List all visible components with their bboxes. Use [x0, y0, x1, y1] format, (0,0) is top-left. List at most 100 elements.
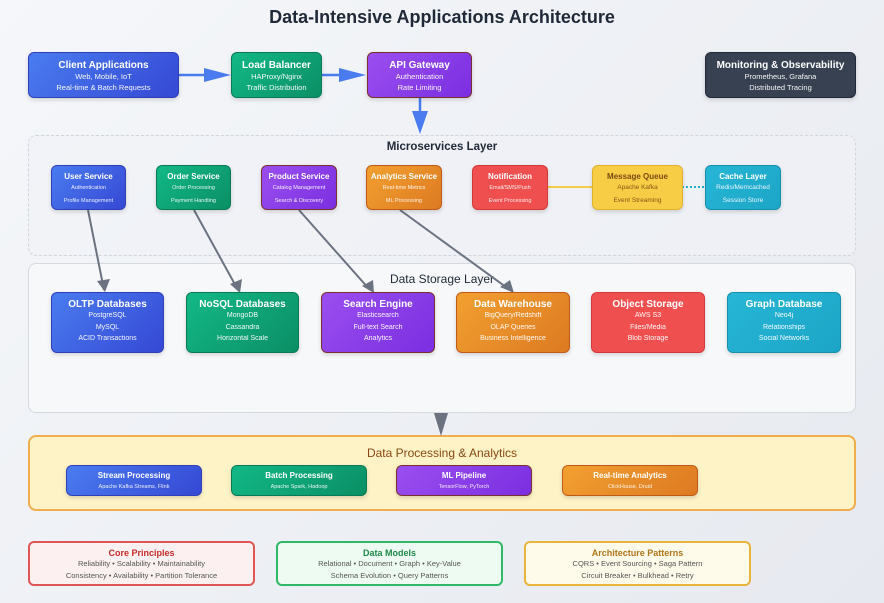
search-engine-line: Elasticsearch	[357, 312, 399, 319]
monitoring-node[interactable]: Monitoring & Observability Prometheus, G…	[705, 52, 856, 98]
data-warehouse-line: OLAP Queries	[490, 323, 536, 331]
product-service-line: Catalog Management	[272, 185, 326, 191]
graph-database-line: Neo4j	[774, 312, 794, 319]
order-service-line: Order Processing	[172, 185, 215, 191]
oltp-databases-line: MySQL	[95, 323, 120, 331]
notification-title: Notification	[488, 172, 532, 181]
analytics-service-line: Real-time Metrics	[382, 185, 426, 191]
load-balancer-line: HAProxy/Nginx	[251, 72, 302, 81]
load-balancer-line: Traffic Distribution	[246, 83, 307, 92]
realtime-analytics-title: Real-time Analytics	[593, 471, 667, 480]
architecture-patterns-card: Architecture Patterns CQRS • Event Sourc…	[524, 541, 751, 586]
ml-pipeline-title: ML Pipeline	[441, 471, 487, 480]
ml-pipeline-node[interactable]: ML Pipeline TensorFlow, PyTorch	[396, 465, 532, 496]
batch-processing-line: Apache Spark, Hadoop	[270, 484, 328, 490]
data-models-title: Data Models	[362, 548, 416, 558]
core-principles-line: Consistency • Availability • Partition T…	[65, 571, 218, 580]
monitoring-title: Monitoring & Observability	[716, 60, 845, 71]
oltp-databases-node[interactable]: OLTP Databases PostgreSQL MySQL ACID Tra…	[51, 292, 164, 353]
monitoring-line: Prometheus, Grafana	[744, 72, 817, 81]
stream-processing-title: Stream Processing	[97, 471, 171, 480]
stream-processing-node[interactable]: Stream Processing Apache Kafka Streams, …	[66, 465, 202, 496]
nosql-databases-line: MongoDB	[226, 312, 259, 319]
arrowhead-client-to-lb	[204, 68, 231, 82]
realtime-analytics-line: ClickHouse, Druid	[607, 484, 652, 490]
arrowhead-storage-to-processing	[434, 413, 448, 436]
order-service-node[interactable]: Order Service Order Processing Payment H…	[156, 165, 231, 210]
object-storage-line: Files/Media	[630, 323, 666, 331]
search-engine-title: Search Engine	[343, 299, 413, 310]
message-queue-line: Event Streaming	[613, 197, 662, 204]
user-service-node[interactable]: User Service Authentication Profile Mana…	[51, 165, 126, 210]
api-gateway-title: API Gateway	[389, 60, 450, 71]
load-balancer-node[interactable]: Load Balancer HAProxy/Nginx Traffic Dist…	[231, 52, 322, 98]
nosql-databases-title: NoSQL Databases	[199, 299, 286, 310]
analytics-service-node[interactable]: Analytics Service Real-time Metrics ML P…	[366, 165, 442, 210]
monitoring-line: Distributed Tracing	[749, 83, 812, 92]
data-models-line: Schema Evolution • Query Patterns	[330, 571, 449, 580]
graph-database-title: Graph Database	[745, 299, 823, 310]
data-models-card: Data Models Relational • Document • Grap…	[276, 541, 503, 586]
data-warehouse-node[interactable]: Data Warehouse BigQuery/Redshift OLAP Qu…	[456, 292, 570, 353]
core-principles-line: Reliability • Scalability • Maintainabil…	[78, 559, 205, 568]
search-engine-node[interactable]: Search Engine Elasticsearch Full-text Se…	[321, 292, 435, 353]
object-storage-line: AWS S3	[634, 312, 662, 319]
cache-layer-line: Session Store	[722, 197, 764, 204]
architecture-patterns-line: Circuit Breaker • Bulkhead • Retry	[581, 571, 694, 580]
search-engine-line: Full-text Search	[353, 323, 403, 331]
message-queue-line: Apache Kafka	[617, 184, 658, 191]
core-principles-title: Core Principles	[108, 548, 175, 558]
cache-layer-line: Redis/Memcached	[716, 184, 770, 191]
object-storage-line: Blob Storage	[627, 335, 669, 342]
client-applications-node[interactable]: Client Applications Web, Mobile, IoT Rea…	[28, 52, 179, 98]
product-service-title: Product Service	[268, 172, 330, 181]
client-applications-line: Real-time & Batch Requests	[56, 83, 151, 92]
microservices-layer-title: Microservices Layer	[386, 141, 498, 153]
product-service-line: Search & Discovery	[274, 198, 324, 204]
search-engine-line: Analytics	[363, 335, 392, 342]
notification-node[interactable]: Notification Email/SMS/Push Event Proces…	[472, 165, 548, 210]
arrowhead-gateway-to-microservices	[412, 111, 428, 134]
stream-processing-line: Apache Kafka Streams, Flink	[98, 484, 170, 490]
user-service-line: Profile Management	[63, 198, 114, 204]
architecture-patterns-line: CQRS • Event Sourcing • Saga Pattern	[572, 559, 703, 568]
data-models-line: Relational • Document • Graph • Key-Valu…	[318, 559, 461, 568]
cache-layer-node[interactable]: Cache Layer Redis/Memcached Session Stor…	[705, 165, 781, 210]
realtime-analytics-node[interactable]: Real-time Analytics ClickHouse, Druid	[562, 465, 698, 496]
oltp-databases-title: OLTP Databases	[68, 299, 147, 310]
api-gateway-line: Rate Limiting	[397, 83, 442, 92]
order-service-title: Order Service	[167, 172, 220, 181]
api-gateway-node[interactable]: API Gateway Authentication Rate Limiting	[367, 52, 472, 98]
processing-layer-title: Data Processing & Analytics	[366, 446, 518, 460]
client-applications-line: Web, Mobile, IoT	[75, 72, 132, 81]
storage-layer-title: Data Storage Layer	[389, 272, 495, 286]
order-service-line: Payment Handling	[171, 198, 216, 204]
graph-database-line: Relationships	[762, 323, 806, 331]
oltp-databases-line: PostgreSQL	[88, 312, 127, 319]
client-applications-title: Client Applications	[58, 60, 149, 71]
data-warehouse-line: BigQuery/Redshift	[484, 312, 542, 319]
nosql-databases-line: Cassandra	[225, 323, 260, 331]
object-storage-node[interactable]: Object Storage AWS S3 Files/Media Blob S…	[591, 292, 705, 353]
architecture-patterns-title: Architecture Patterns	[591, 548, 684, 558]
user-service-line: Authentication	[71, 185, 106, 191]
user-service-title: User Service	[64, 172, 113, 181]
ml-pipeline-line: TensorFlow, PyTorch	[438, 484, 490, 490]
batch-processing-node[interactable]: Batch Processing Apache Spark, Hadoop	[231, 465, 367, 496]
nosql-databases-line: Horizontal Scale	[217, 335, 268, 342]
core-principles-card: Core Principles Reliability • Scalabilit…	[28, 541, 255, 586]
product-service-node[interactable]: Product Service Catalog Management Searc…	[261, 165, 337, 210]
load-balancer-title: Load Balancer	[242, 60, 311, 71]
oltp-databases-line: ACID Transactions	[78, 335, 137, 342]
graph-database-node[interactable]: Graph Database Neo4j Relationships Socia…	[727, 292, 841, 353]
object-storage-title: Object Storage	[612, 299, 684, 310]
message-queue-node[interactable]: Message Queue Apache Kafka Event Streami…	[592, 165, 683, 210]
diagram-title: Data-Intensive Applications Architecture	[269, 7, 615, 27]
batch-processing-title: Batch Processing	[265, 471, 333, 480]
analytics-service-title: Analytics Service	[370, 172, 438, 181]
data-warehouse-line: Business Intelligence	[480, 335, 546, 342]
api-gateway-line: Authentication	[395, 72, 444, 81]
nosql-databases-node[interactable]: NoSQL Databases MongoDB Cassandra Horizo…	[186, 292, 299, 353]
notification-line: Email/SMS/Push	[489, 185, 531, 191]
cache-layer-title: Cache Layer	[719, 172, 767, 181]
